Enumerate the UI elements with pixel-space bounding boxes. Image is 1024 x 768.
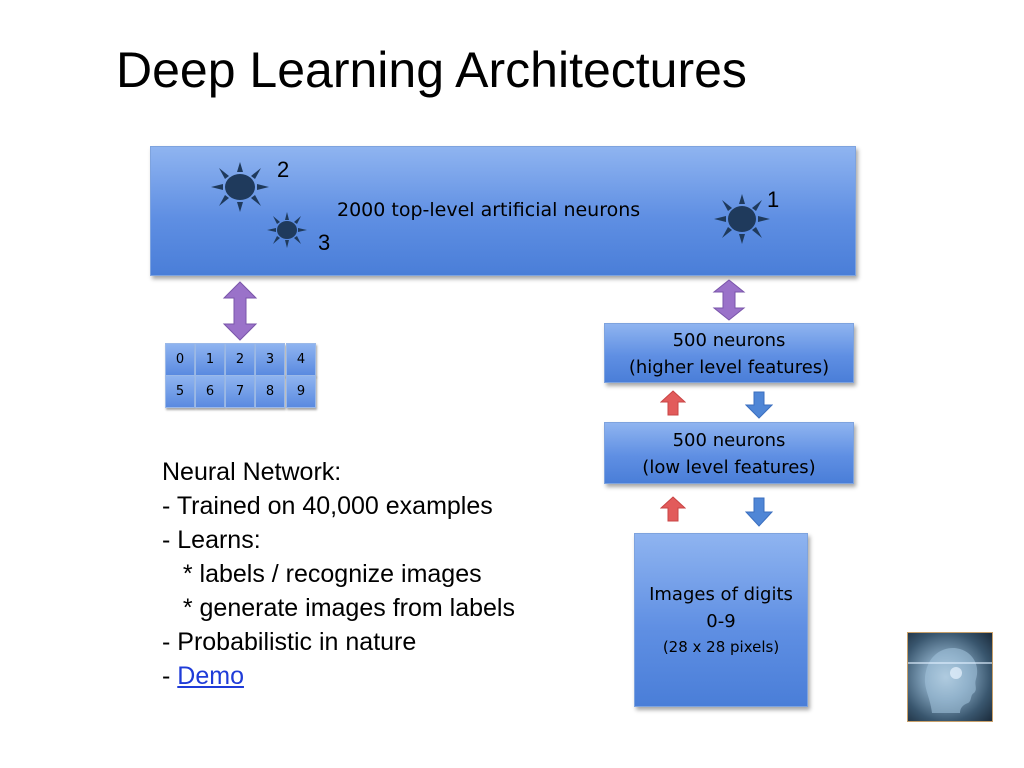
sun-icon (211, 162, 269, 212)
lower-layer-box: 500 neurons (low level features) (604, 422, 854, 484)
demo-prefix: - (162, 662, 178, 690)
higher-layer-line2: (higher level features) (628, 357, 830, 378)
up-arrow-icon (660, 496, 686, 522)
digit-cell: 3 (255, 343, 285, 376)
digit-cell: 4 (286, 343, 316, 376)
notes-line: * labels / recognize images (162, 560, 482, 588)
top-layer-box: 2 3 1 2000 top-level artificial neurons (150, 146, 856, 276)
down-arrow-icon (745, 391, 773, 419)
notes-line: Neural Network: (162, 458, 342, 486)
notes-line: - Trained on 40,000 examples (162, 492, 493, 520)
demo-link[interactable]: Demo (177, 662, 244, 690)
notes-line-demo: - Demo (162, 659, 515, 693)
down-arrow-icon (745, 497, 773, 527)
input-layer-box: Images of digits 0-9 (28 x 28 pixels) (634, 533, 808, 707)
neuron-marker-2: 2 (277, 157, 290, 182)
input-layer-line2: 0-9 (706, 611, 736, 632)
top-layer-label: 2000 top-level artificial neurons (337, 199, 641, 221)
digit-cell: 5 (165, 375, 195, 408)
lower-layer-line2: (low level features) (642, 457, 816, 478)
digit-cell: 9 (286, 375, 316, 408)
notes-block: Neural Network: - Trained on 40,000 examp… (162, 455, 515, 693)
digit-cell: 8 (255, 375, 285, 408)
notes-line: * generate images from labels (162, 594, 515, 622)
input-layer-line3: (28 x 28 pixels) (662, 638, 780, 656)
digit-cell: 1 (195, 343, 225, 376)
sun-icon (714, 194, 770, 244)
digit-cell: 6 (195, 375, 225, 408)
sun-icon (267, 212, 307, 248)
input-layer-line1: Images of digits (649, 584, 793, 605)
double-arrow-icon (712, 279, 746, 321)
slide-title: Deep Learning Architectures (116, 42, 747, 98)
higher-layer-box: 500 neurons (higher level features) (604, 323, 854, 383)
double-arrow-icon (222, 281, 258, 341)
digit-cell: 0 (165, 343, 195, 376)
higher-layer-line1: 500 neurons (672, 330, 786, 351)
notes-line: - Learns: (162, 526, 261, 554)
notes-line: - Probabilistic in nature (162, 628, 417, 656)
neuron-marker-3: 3 (318, 230, 331, 255)
digit-cell: 2 (225, 343, 255, 376)
lower-layer-line1: 500 neurons (672, 430, 786, 451)
neuron-marker-1: 1 (767, 187, 780, 212)
digit-cell: 7 (225, 375, 255, 408)
head-image (907, 632, 993, 722)
head-silhouette-icon (908, 647, 992, 713)
up-arrow-icon (660, 390, 686, 416)
